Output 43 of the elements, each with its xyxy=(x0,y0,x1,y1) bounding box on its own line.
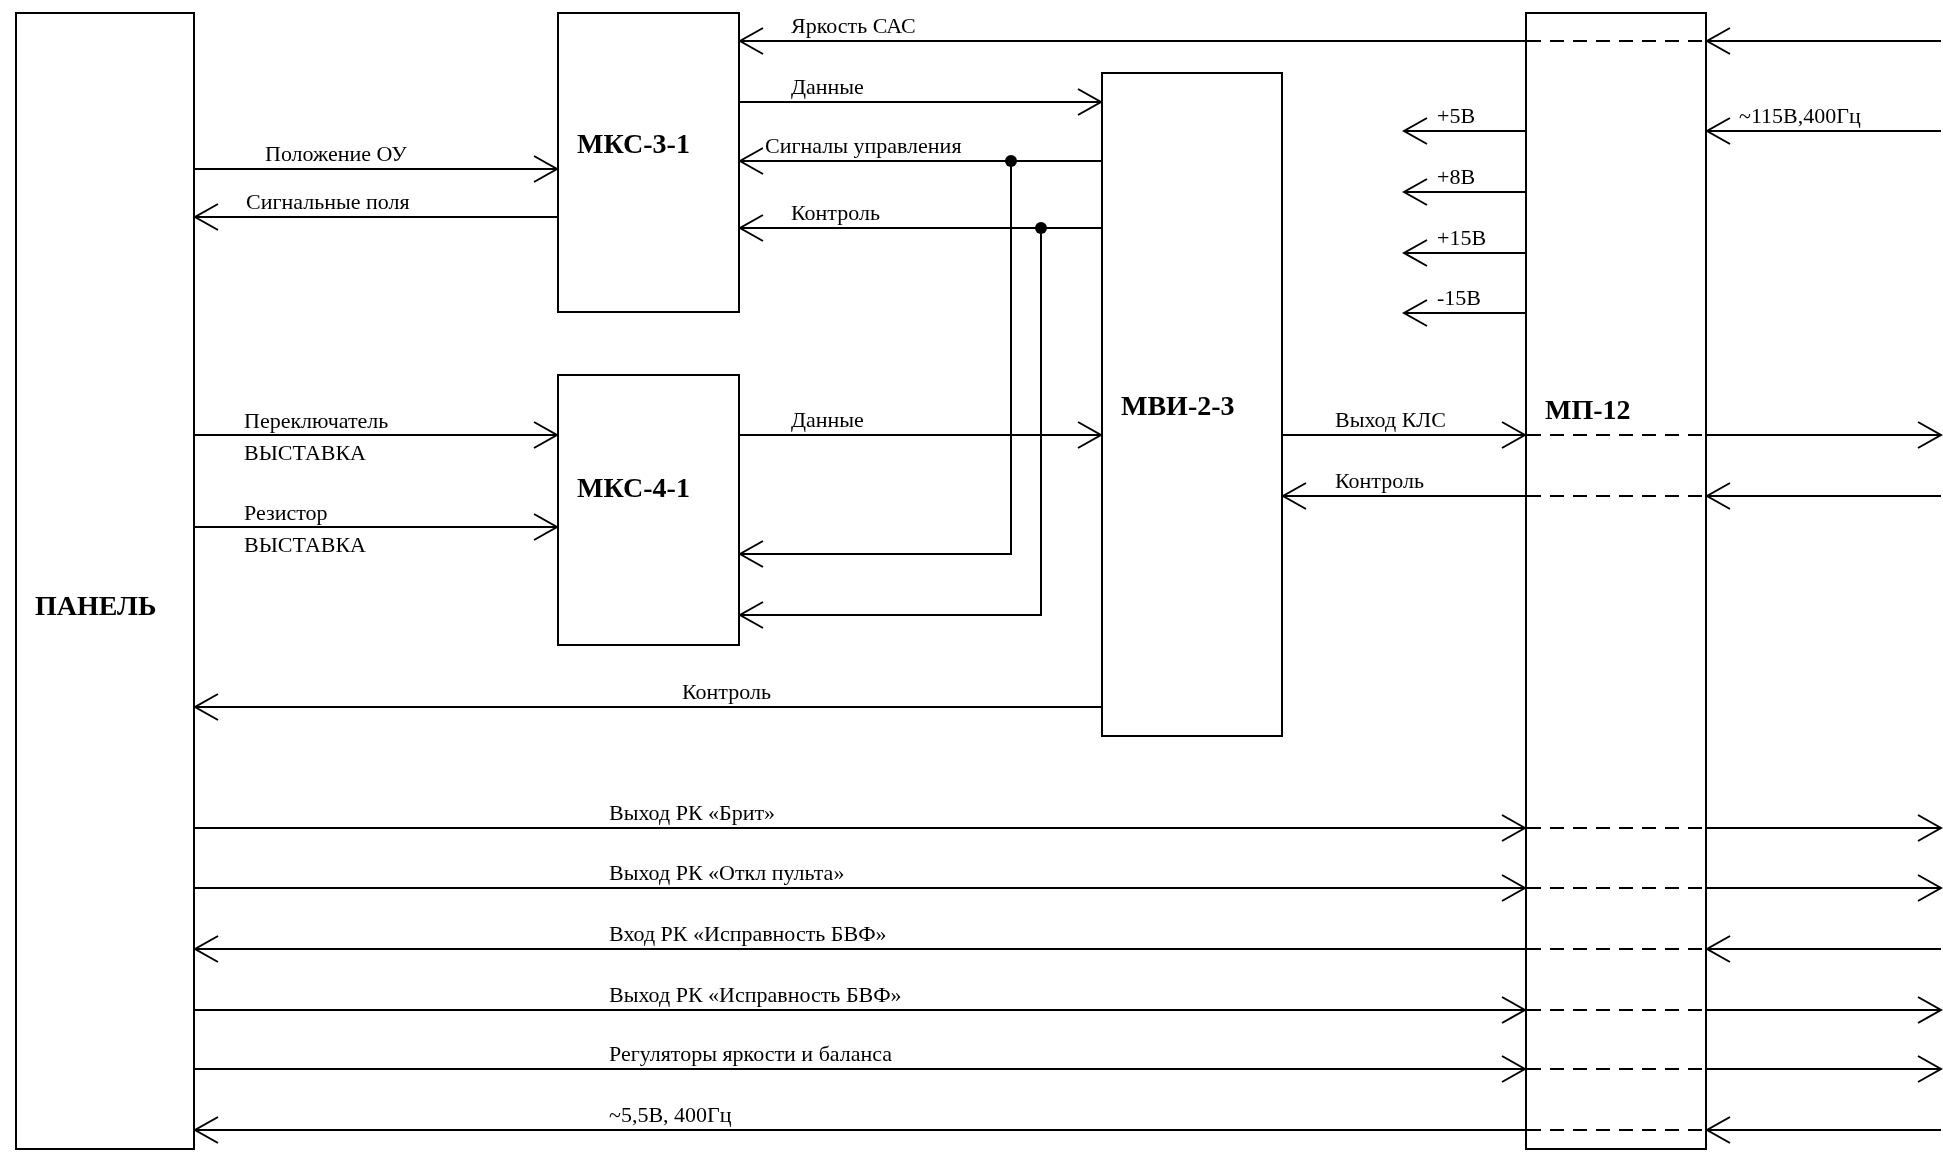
panel-block xyxy=(15,12,195,1150)
block-title: МКС-3-1 xyxy=(577,130,690,158)
arrow xyxy=(1706,1116,1942,1144)
arrow xyxy=(194,693,1102,721)
arrow xyxy=(1403,117,1526,145)
arrow xyxy=(1706,814,1942,842)
module-block xyxy=(1101,72,1283,737)
arrow xyxy=(739,88,1102,116)
block-title: МП-12 xyxy=(1545,396,1631,424)
arrow xyxy=(194,1116,1526,1144)
arrow xyxy=(739,421,1102,449)
arrow xyxy=(739,27,1526,55)
arrow xyxy=(1706,1055,1942,1083)
arrow xyxy=(194,1055,1526,1083)
arrow xyxy=(1706,482,1942,510)
block-title: ПАНЕЛЬ xyxy=(35,592,157,620)
arrow xyxy=(1706,27,1942,55)
arrow xyxy=(1403,299,1526,327)
arrow xyxy=(194,513,558,541)
edge-label: Регуляторы яркости и баланса xyxy=(607,1043,895,1065)
block-title: МВИ-2-3 xyxy=(1121,392,1235,420)
module-block xyxy=(557,374,740,646)
arrow xyxy=(194,814,1526,842)
arrow xyxy=(194,996,1526,1024)
arrow xyxy=(194,421,558,449)
arrow xyxy=(1403,239,1526,267)
edge-label: Резистор ВЫСТАВКА xyxy=(243,499,367,559)
module-block xyxy=(557,12,740,313)
arrow xyxy=(1706,874,1942,902)
arrow xyxy=(1706,935,1942,963)
arrow xyxy=(194,935,1526,963)
arrow xyxy=(194,203,558,231)
arrow xyxy=(1706,421,1942,449)
arrow xyxy=(1403,178,1526,206)
arrow xyxy=(1706,117,1942,145)
arrow xyxy=(1282,482,1526,510)
edge-label: Переключатель ВЫСТАВКА xyxy=(243,407,390,467)
module-block xyxy=(1525,12,1707,1150)
arrow xyxy=(1282,421,1526,449)
arrow xyxy=(194,874,1526,902)
arrow xyxy=(194,155,558,183)
arrow xyxy=(1706,996,1942,1024)
block-title: МКС-4-1 xyxy=(577,474,690,502)
